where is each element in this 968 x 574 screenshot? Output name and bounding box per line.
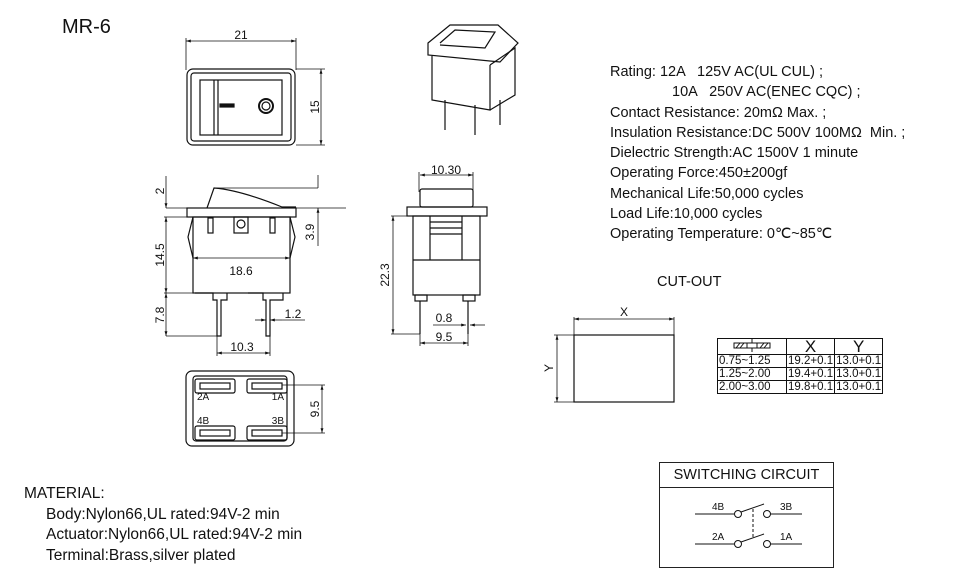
cell-thickness: 0.75~1.25 [717, 354, 787, 368]
material-line: Terminal:Brass,silver plated [46, 546, 236, 564]
circuit-label-3b: 3B [780, 502, 793, 513]
cutout-drawing [554, 317, 675, 403]
dim-top-height: 15 [308, 100, 322, 114]
circuit-title: SWITCHING CIRCUIT [660, 463, 833, 488]
dim-actuator-height: 2 [153, 187, 167, 194]
cell-x: 19.8+0.1 [785, 380, 836, 394]
table-header-row: X Y [717, 338, 884, 355]
cell-thickness: 2.00~3.00 [717, 380, 787, 394]
cutout-title: CUT-OUT [657, 274, 722, 290]
material-section: MATERIAL: Body:Nylon66,UL rated:94V-2 min… [24, 484, 302, 566]
dim-terminal-width: 1.2 [285, 307, 302, 321]
spec-line: Operating Temperature: 0℃~85℃ [610, 226, 833, 243]
cell-x: 19.2+0.1 [785, 354, 836, 368]
cell-y: 13.0+0.1 [834, 380, 884, 394]
circuit-label-1a: 1A [780, 532, 793, 543]
specifications: Rating: 12A 125V AC(UL CUL) ; 10A 250V AC… [610, 62, 905, 245]
spec-line: Contact Resistance: 20mΩ Max. ; [610, 104, 827, 121]
cell-x: 19.4+0.1 [785, 367, 836, 381]
material-line: Body:Nylon66,UL rated:94V-2 min [46, 505, 280, 523]
cell-y: 13.0+0.1 [834, 367, 884, 381]
isometric-view [427, 24, 519, 135]
terminal-label-3b: 3B [272, 416, 285, 427]
dim-terminal-pitch: 10.3 [230, 340, 254, 354]
spec-line: Insulation Resistance:DC 500V 100MΩ Min.… [610, 124, 906, 141]
terminal-label-2a: 2A [197, 392, 210, 403]
cell-y: 13.0+0.1 [834, 354, 884, 368]
bottom-view [185, 370, 325, 447]
material-line: Actuator:Nylon66,UL rated:94V-2 min [46, 526, 303, 543]
dim-side-terminal-pitch: 9.5 [436, 330, 453, 344]
material-title: MATERIAL: [24, 485, 105, 502]
cutout-x-label: X [620, 305, 628, 319]
circuit-label-4b: 4B [712, 502, 725, 513]
spec-line: Mechanical Life:50,000 cycles [610, 185, 804, 202]
dim-flange-clip: 3.9 [303, 223, 317, 240]
dim-body-height: 14.5 [153, 243, 167, 267]
dim-bottom-pitch: 9.5 [308, 400, 322, 417]
cutout-y-label: Y [542, 364, 556, 372]
spec-line: Dielectric Strength:AC 1500V 1 minute [610, 145, 859, 162]
circuit-label-2a: 2A [712, 532, 725, 543]
spec-line: Rating: 12A 125V AC(UL CUL) ; [610, 64, 824, 80]
dim-body-width: 18.6 [229, 264, 253, 278]
header-x: X [785, 338, 836, 355]
dim-top-width: 21 [234, 28, 248, 42]
dim-terminal-length: 7.8 [153, 306, 167, 323]
header-y: Y [834, 338, 884, 355]
front-view [164, 175, 346, 356]
switching-circuit: SWITCHING CIRCUIT 4B 3B 2A 1A [659, 462, 834, 568]
spec-line: Operating Force:450±200gf [610, 165, 788, 182]
side-view [391, 172, 488, 346]
dim-side-terminal-thickness: 0.8 [436, 311, 453, 325]
spec-line: 10A 250V AC(ENEC CQC) ; [672, 84, 861, 101]
terminal-label-1a: 1A [272, 392, 285, 403]
spec-line: Load Life:10,000 cycles [610, 206, 763, 223]
dim-side-width: 10.30 [431, 163, 461, 177]
cell-thickness: 1.25~2.00 [717, 367, 787, 381]
panel-thickness-icon [717, 338, 787, 355]
circuit-diagram: 4B 3B 2A 1A [695, 502, 802, 548]
top-view [185, 38, 325, 146]
model-title: MR-6 [62, 16, 111, 38]
terminal-label-4b: 4B [197, 416, 210, 427]
dim-side-height: 22.3 [378, 263, 392, 287]
